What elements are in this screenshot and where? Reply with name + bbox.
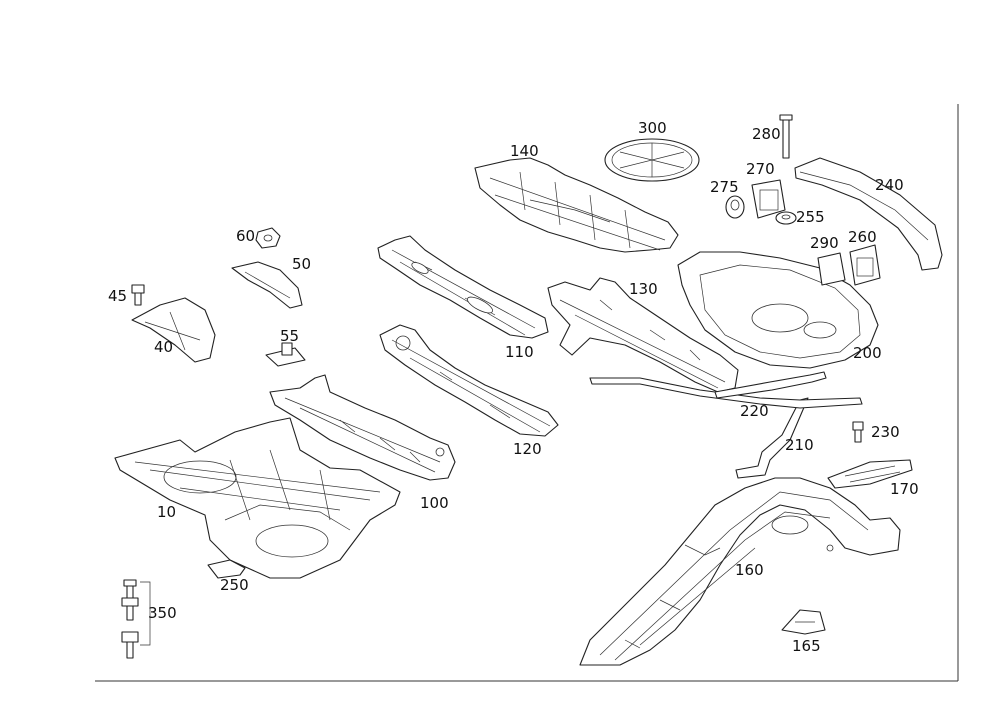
part-160-rear-wheelhouse[interactable] (579, 477, 901, 666)
part-275-bushing[interactable] (725, 195, 745, 219)
callout-45[interactable]: 45 (108, 287, 127, 305)
part-55-mount[interactable] (265, 342, 306, 367)
callout-165[interactable]: 165 (792, 637, 821, 655)
callout-220[interactable]: 220 (740, 402, 769, 420)
part-350-bolts[interactable] (121, 579, 151, 659)
part-100-tunnel[interactable] (269, 374, 456, 481)
callout-255[interactable]: 255 (796, 208, 825, 226)
callout-200[interactable]: 200 (853, 344, 882, 362)
callout-160[interactable]: 160 (735, 561, 764, 579)
callout-300[interactable]: 300 (638, 119, 667, 137)
part-290-plate[interactable] (817, 252, 846, 286)
callout-130[interactable]: 130 (629, 280, 658, 298)
callout-110[interactable]: 110 (505, 343, 534, 361)
callout-270[interactable]: 270 (746, 160, 775, 178)
callout-210[interactable]: 210 (785, 436, 814, 454)
callout-240[interactable]: 240 (875, 176, 904, 194)
callout-250[interactable]: 250 (220, 576, 249, 594)
part-50-bracket[interactable] (231, 261, 303, 309)
part-120-longitudinal-member[interactable] (379, 324, 559, 437)
callout-290[interactable]: 290 (810, 234, 839, 252)
callout-50[interactable]: 50 (292, 255, 311, 273)
callout-60[interactable]: 60 (236, 227, 255, 245)
part-255-nut[interactable] (775, 211, 797, 225)
part-60-nut[interactable] (255, 227, 281, 249)
callout-350[interactable]: 350 (148, 604, 177, 622)
part-230-bolt[interactable] (852, 421, 864, 443)
callout-280[interactable]: 280 (752, 125, 781, 143)
part-260-bracket[interactable] (849, 244, 881, 286)
part-40-bracket[interactable] (131, 297, 216, 363)
part-250-clip[interactable] (207, 559, 246, 579)
callout-170[interactable]: 170 (890, 480, 919, 498)
part-170-mounting-plate[interactable] (827, 459, 913, 489)
callout-40[interactable]: 40 (154, 338, 173, 356)
callout-275[interactable]: 275 (710, 178, 739, 196)
callout-10[interactable]: 10 (157, 503, 176, 521)
callout-260[interactable]: 260 (848, 228, 877, 246)
callout-140[interactable]: 140 (510, 142, 539, 160)
callout-labels: 10 40 45 50 55 60 100 110 120 130 140 16… (108, 119, 919, 655)
part-300-cover[interactable] (604, 138, 700, 182)
callout-55[interactable]: 55 (280, 327, 299, 345)
part-10-floor-pan[interactable] (114, 417, 401, 579)
callout-120[interactable]: 120 (513, 440, 542, 458)
part-220-strut-rods[interactable] (589, 371, 863, 409)
part-110-crossmember[interactable] (377, 235, 549, 339)
part-165-bracket[interactable] (781, 609, 826, 635)
part-45-bolt[interactable] (131, 284, 145, 306)
part-240-bumper-reinforcement[interactable] (794, 157, 943, 271)
part-140-rear-floor-panel[interactable] (474, 157, 679, 253)
callout-100[interactable]: 100 (420, 494, 449, 512)
part-280-bolt[interactable] (779, 114, 793, 159)
part-270-bracket[interactable] (751, 179, 786, 219)
callout-230[interactable]: 230 (871, 423, 900, 441)
